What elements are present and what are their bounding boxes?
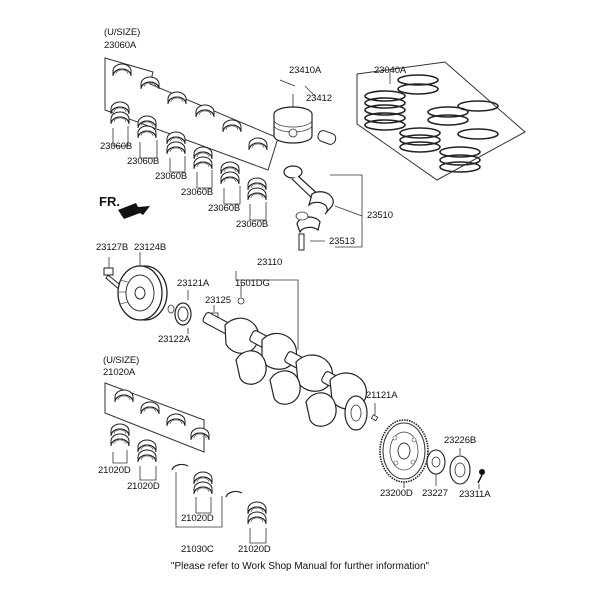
front-oil-seal [167,290,192,334]
label-21020D-4[interactable]: 21020D [238,544,271,555]
label-23226B[interactable]: 23226B [444,435,477,446]
front-marker: FR. [99,194,120,209]
label-23410A[interactable]: 23410A [289,65,322,76]
thrust-washers [171,463,243,498]
label-23060B-5[interactable]: 23060B [208,203,241,214]
label-23412[interactable]: 23412 [306,93,332,104]
label-23121A[interactable]: 23121A [177,278,210,289]
label-21020A[interactable]: 21020A [103,367,136,378]
upper-bearing-set-panel [104,57,279,171]
reinforcement-plate [449,448,471,485]
piston [273,79,316,144]
label-21020D-2[interactable]: 21020D [127,481,160,492]
label-21030C[interactable]: 21030C [181,544,214,555]
label-21020D-1[interactable]: 21020D [98,465,131,476]
connecting-rod [283,165,363,251]
flywheel-dowel-pin [370,403,379,422]
lower-usize-label: (U/SIZE) [103,355,140,366]
label-23127B[interactable]: 23127B [96,242,129,253]
label-23040A[interactable]: 23040A [374,65,407,76]
label-23060B-2[interactable]: 23060B [127,156,160,167]
crankshaft [202,271,368,431]
adapter-plate [426,449,446,486]
label-23060A[interactable]: 23060A [104,40,137,51]
label-23060B-6[interactable]: 23060B [236,219,269,230]
label-23311A[interactable]: 23311A [459,489,491,500]
label-23125[interactable]: 23125 [205,295,231,306]
drive-plate-bolt [477,469,485,489]
label-23513[interactable]: 23513 [329,236,355,247]
label-23060B-3[interactable]: 23060B [155,171,188,182]
label-1601DG[interactable]: 1601DG [235,278,270,289]
front-direction-arrow [118,203,150,219]
footer-note: "Please refer to Work Shop Manual for fu… [170,561,430,572]
label-23060B-4[interactable]: 23060B [181,187,214,198]
drive-plate [379,419,429,488]
damper-pulley [117,252,168,321]
label-23060B-1[interactable]: 23060B [100,141,133,152]
piston-ring-set-panel [356,61,526,181]
label-23200D[interactable]: 23200D [380,488,413,499]
upper-bearing-shells [110,101,267,201]
main-bearing-set-panel [104,382,210,453]
label-21121A[interactable]: 21121A [366,390,398,401]
label-21020D-3[interactable]: 21020D [181,513,214,524]
label-23122A[interactable]: 23122A [158,334,191,345]
piston-pin [317,130,337,145]
main-bearing-shells [110,423,267,525]
upper-usize-label: (U/SIZE) [104,27,141,38]
label-23110[interactable]: 23110 [257,257,283,268]
label-23124B[interactable]: 23124B [134,242,167,253]
label-23227[interactable]: 23227 [422,488,448,499]
label-23510[interactable]: 23510 [367,210,393,221]
